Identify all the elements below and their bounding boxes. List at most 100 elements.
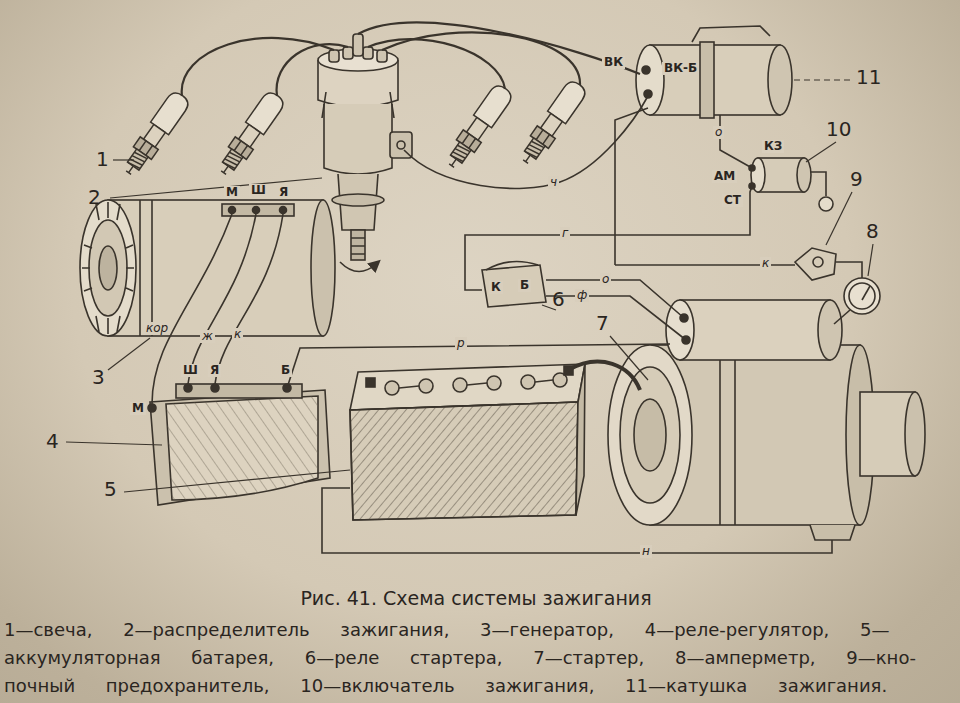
relay-regulator xyxy=(150,390,330,505)
relay-regulator xyxy=(166,396,318,500)
starter xyxy=(634,399,666,471)
relay-regulator xyxy=(148,404,156,412)
relay-regulator xyxy=(176,384,302,398)
starter xyxy=(680,300,830,360)
ammeter xyxy=(844,278,880,314)
wire xyxy=(546,280,684,318)
ignition-switch xyxy=(810,172,826,196)
generator xyxy=(280,207,287,214)
leader-line xyxy=(108,338,150,370)
wire-letter: к xyxy=(760,257,771,270)
terminal-letter: КЗ xyxy=(762,140,784,153)
ignition-distributor xyxy=(324,104,392,174)
wire-letter: о xyxy=(600,273,611,286)
ammeter xyxy=(849,283,875,309)
ignition-distributor xyxy=(397,141,405,149)
wire xyxy=(404,96,648,188)
terminal-letter: Ш xyxy=(249,184,268,197)
ignition-distributor xyxy=(351,238,365,254)
callout-number: 1 xyxy=(96,148,109,170)
generator xyxy=(89,220,127,316)
wire-letter: ч xyxy=(548,176,559,189)
wire xyxy=(382,32,580,85)
wire xyxy=(546,296,686,340)
callout-number: 4 xyxy=(46,430,59,452)
callout-number: 10 xyxy=(826,118,851,140)
callout-number: 7 xyxy=(596,312,609,334)
storage-battery xyxy=(487,376,501,390)
ignition-coil xyxy=(636,26,792,118)
callout-number: 2 xyxy=(88,186,101,208)
terminal-letter: СТ xyxy=(722,194,743,207)
ignition-coil xyxy=(768,45,792,115)
leader-line xyxy=(113,159,134,160)
ignition-distributor xyxy=(363,47,373,59)
spark-plug xyxy=(443,82,515,172)
ammeter xyxy=(862,286,870,300)
storage-battery xyxy=(521,375,535,389)
leader-line xyxy=(66,442,162,445)
wire xyxy=(720,115,752,168)
starter xyxy=(608,300,925,540)
ignition-distributor xyxy=(353,34,363,56)
ammeter xyxy=(844,278,880,314)
ignition-switch xyxy=(819,197,833,211)
wire-letter: к xyxy=(232,328,243,341)
wire-letter: о xyxy=(713,126,724,139)
wire-letter: г xyxy=(560,227,570,240)
generator xyxy=(229,207,236,214)
wire xyxy=(568,362,640,390)
generator xyxy=(311,200,335,336)
starter xyxy=(620,367,680,503)
terminal-letter: ВК-Б xyxy=(662,62,699,75)
storage-battery xyxy=(576,364,585,515)
terminal-letter: Я xyxy=(277,186,290,199)
button-fuse xyxy=(795,248,836,280)
spark-plug xyxy=(517,78,589,168)
starter xyxy=(666,300,694,360)
legend-line: аккумуляторная батарея, 6—реле стартера,… xyxy=(4,648,916,668)
spark-plug xyxy=(215,89,287,179)
wire xyxy=(152,23,862,553)
ignition-switch xyxy=(749,158,833,211)
terminal-letter: АМ xyxy=(712,170,737,183)
wire-letter: н xyxy=(640,545,652,558)
wire xyxy=(465,186,752,290)
ignition-coil xyxy=(700,42,714,118)
ignition-distributor xyxy=(322,92,394,118)
callout-number: 3 xyxy=(92,366,105,388)
ignition-distributor xyxy=(329,50,339,62)
terminal-letter: М xyxy=(224,186,240,199)
starter xyxy=(608,345,692,525)
button-fuse xyxy=(813,257,823,267)
terminal-letter: Б xyxy=(279,364,292,377)
ignition-switch xyxy=(797,158,811,192)
storage-battery xyxy=(399,380,553,388)
ignition-distributor xyxy=(340,262,376,272)
storage-battery xyxy=(385,381,399,395)
wire-letter: р xyxy=(455,337,467,350)
starter xyxy=(905,392,925,476)
wire-letter: ф xyxy=(575,289,589,302)
leader-line xyxy=(794,79,850,80)
generator xyxy=(140,200,152,336)
wire-letter: ж xyxy=(200,330,215,343)
storage-battery xyxy=(419,379,433,393)
ignition-coil xyxy=(692,26,770,42)
wire xyxy=(358,23,640,74)
wire xyxy=(836,262,862,278)
callout-number: 6 xyxy=(552,288,565,310)
ignition-distributor xyxy=(332,194,384,206)
storage-battery xyxy=(350,402,578,520)
starter xyxy=(810,525,855,540)
starter-relay xyxy=(482,261,546,307)
terminal-letter: ВК xyxy=(602,56,625,69)
relay-regulator xyxy=(184,384,192,392)
ignition-coil xyxy=(642,66,650,74)
storage-battery xyxy=(366,378,375,387)
leader-line xyxy=(610,336,648,380)
callout-number: 9 xyxy=(850,168,863,190)
wire xyxy=(277,44,348,96)
wire xyxy=(215,214,283,384)
